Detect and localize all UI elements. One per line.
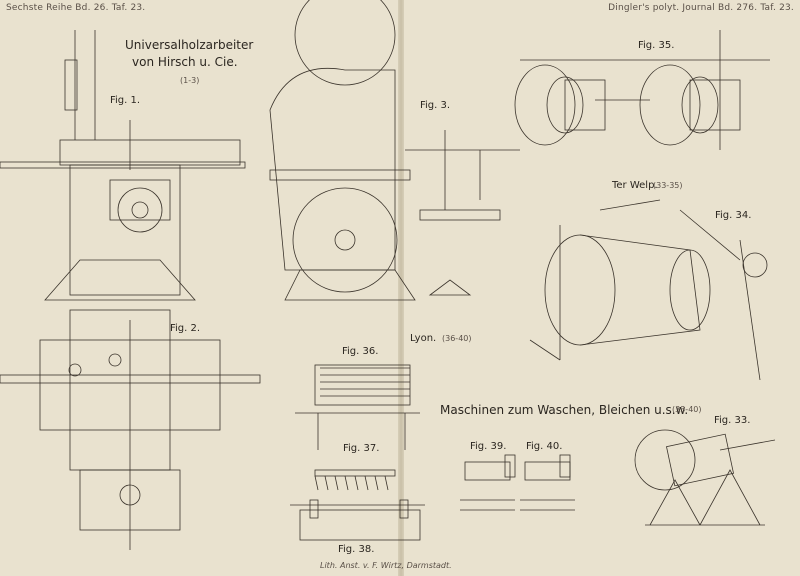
hirsch-title-line1: Universalholzarbeiter	[125, 38, 254, 52]
fig40-label: Fig. 40.	[526, 441, 563, 452]
fig38-label: Fig. 38.	[338, 544, 375, 555]
fig38-trough-drawing	[290, 499, 425, 541]
plate-header-left: Sechste Reihe Bd. 26. Taf. 23.	[6, 3, 146, 13]
terwelp-range: (33-35)	[653, 181, 683, 190]
hirsch-range: (1-3)	[180, 76, 200, 85]
fig2-label: Fig. 2.	[170, 323, 201, 334]
washing-title: Maschinen zum Waschen, Bleichen u.s.w.	[440, 403, 689, 417]
lyon-range: (36-40)	[442, 334, 472, 343]
terwelp-title: Ter Welp.	[612, 180, 658, 191]
fig37-label: Fig. 37.	[343, 443, 380, 454]
hirsch-title-line2: von Hirsch u. Cie.	[132, 55, 238, 69]
lyon-title: Lyon.	[410, 333, 437, 344]
fig3-label: Fig. 3.	[420, 100, 451, 111]
fig39-label: Fig. 39.	[470, 441, 507, 452]
fig36-label: Fig. 36.	[342, 346, 379, 357]
washing-range: (33-40)	[672, 405, 702, 414]
fig37-brush-drawing	[314, 469, 396, 491]
fig35-label: Fig. 35.	[638, 40, 675, 51]
plate-header-right: Dingler's polyt. Journal Bd. 276. Taf. 2…	[608, 3, 794, 13]
fig34-label: Fig. 34.	[715, 210, 752, 221]
fig35-machine-drawing	[514, 30, 770, 150]
fig34-machine-drawing	[529, 199, 768, 381]
lithograph-credit: Lith. Anst. v. F. Wirtz, Darmstadt.	[320, 561, 452, 570]
fig39-40-drawing	[460, 454, 575, 511]
fig1-machine-drawing	[0, 30, 246, 301]
center-fold	[398, 0, 404, 576]
fig1-label: Fig. 1.	[110, 95, 141, 106]
fig33-label: Fig. 33.	[714, 415, 751, 426]
fig36-comb-drawing	[295, 364, 420, 450]
fig2-machine-drawing	[0, 309, 261, 550]
fig33-machine-drawing	[634, 429, 776, 526]
fig3-machine-drawing	[269, 0, 520, 301]
